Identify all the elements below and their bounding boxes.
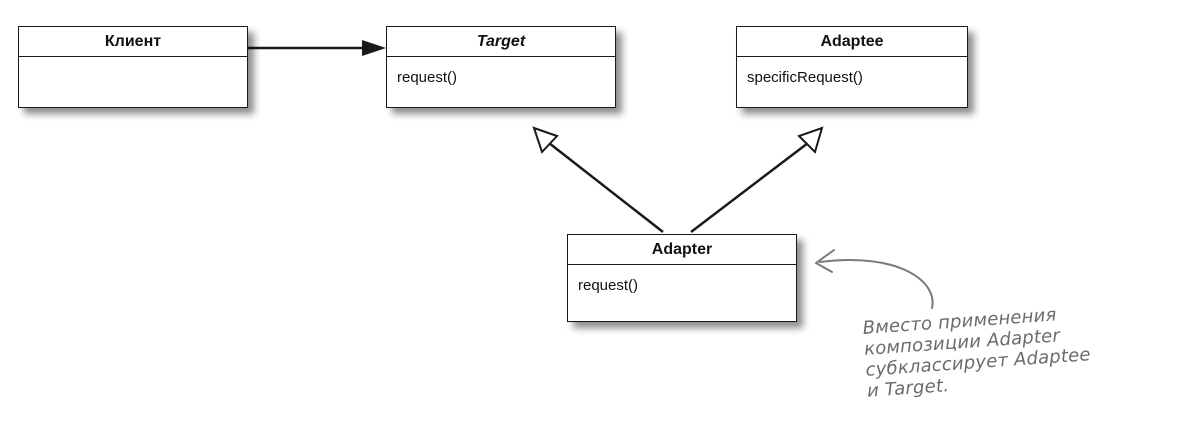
target-class-methods: request() — [397, 69, 458, 86]
adapter-target-generalization-line — [548, 142, 664, 233]
client-class-name: Клиент — [19, 27, 247, 57]
adaptee-inheritance-triangle — [797, 126, 824, 154]
association-arrowhead — [362, 40, 386, 56]
adaptee-class-name: Adaptee — [737, 27, 967, 57]
target-class-box: Target request() — [386, 26, 616, 108]
target-inheritance-triangle — [532, 126, 559, 154]
adapter-class-name: Adapter — [568, 235, 796, 265]
annotation-arrow-curve — [819, 259, 934, 309]
adapter-adaptee-generalization-line — [690, 142, 809, 233]
adapter-class-box: Adapter request() — [567, 234, 797, 322]
target-class-name: Target — [387, 27, 615, 57]
adapter-class-methods: request() — [578, 277, 639, 294]
adaptee-class-methods: specificRequest() — [747, 69, 863, 86]
annotation-arrowhead — [815, 249, 835, 273]
client-class-methods — [19, 57, 247, 69]
client-class-box: Клиент — [18, 26, 248, 108]
adaptee-class-box: Adaptee specificRequest() — [736, 26, 968, 108]
